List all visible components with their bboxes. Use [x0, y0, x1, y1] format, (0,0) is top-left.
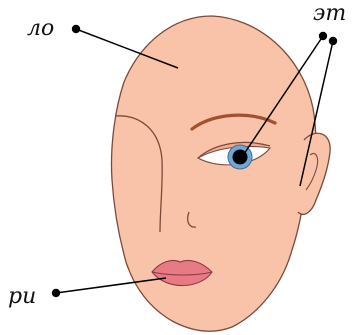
- ear-pointer-dot: [329, 37, 337, 45]
- eye-pointer-dot: [319, 32, 327, 40]
- label-mouth: ри: [8, 284, 36, 309]
- label-eye-ear: эт: [313, 1, 346, 26]
- label-forehead: ло: [27, 16, 54, 41]
- forehead-pointer-dot: [72, 25, 80, 33]
- face-shape: [112, 16, 316, 331]
- mouth-pointer-dot: [52, 289, 60, 297]
